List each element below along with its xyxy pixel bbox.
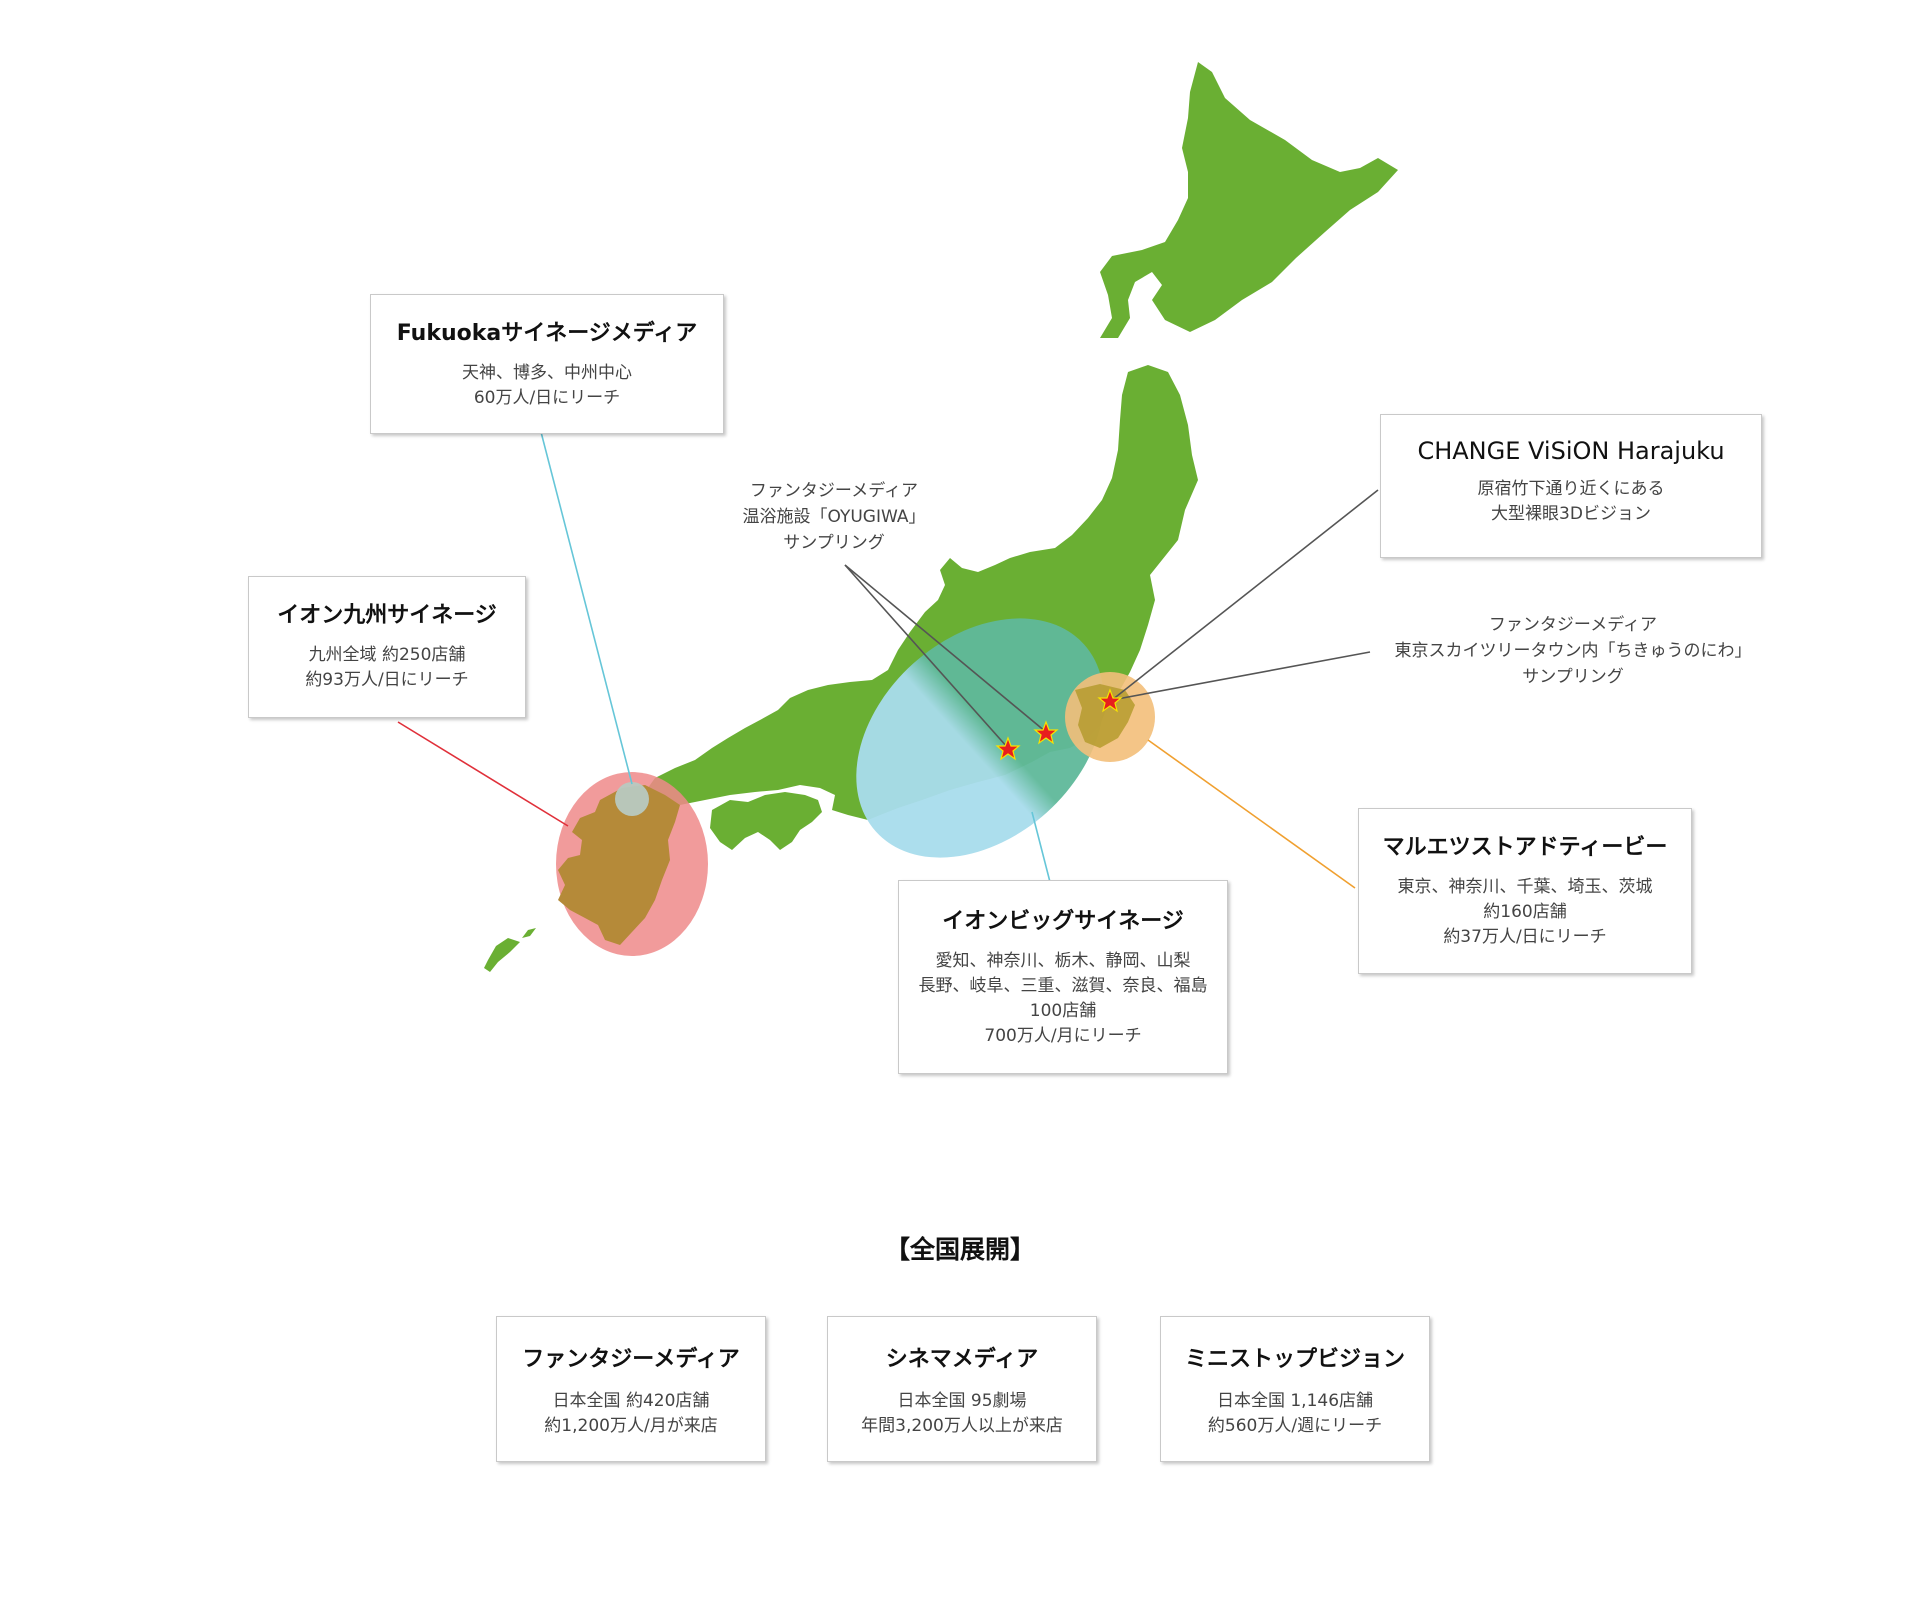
nationwide-card-desc: 日本全国 95劇場 xyxy=(897,1391,1027,1411)
fukuoka-media-title: Fukuokaサイネージメディア xyxy=(396,321,698,346)
marue-desc-1: 東京、神奈川、千葉、埼玉、茨城 xyxy=(1397,877,1653,897)
oyugiwa-leader-line-1 xyxy=(844,564,1009,749)
change-vision-title: CHANGE ViSiON Harajuku xyxy=(1417,437,1725,465)
aeon-big-leader-line xyxy=(1031,811,1051,883)
oyugiwa-line-1: ファンタジーメディア xyxy=(749,481,919,501)
shikoku-land xyxy=(710,792,822,850)
nationwide-section-title: 【全国展開】 xyxy=(884,1235,1035,1264)
nationwide-card-title: シネマメディア xyxy=(885,1347,1039,1372)
nationwide-card-title: ミニストップビジョン xyxy=(1184,1347,1405,1372)
skytree-line-1: ファンタジーメディア xyxy=(1488,615,1658,635)
nationwide-card-desc: 日本全国 約420店舗 xyxy=(552,1391,710,1411)
star-icon xyxy=(1033,720,1059,745)
aeon-kyushu-title: イオン九州サイネージ xyxy=(277,603,497,628)
fukuoka-media-box[interactable]: Fukuokaサイネージメディア 天神、博多、中州中心 60万人/日にリーチ xyxy=(370,294,724,434)
nationwide-card-title: ファンタジーメディア xyxy=(522,1347,740,1372)
kanto-land xyxy=(1075,684,1135,748)
fukuoka-media-desc-2: 60万人/日にリーチ xyxy=(473,388,621,408)
kyushu-land xyxy=(558,785,680,945)
skytree-leader-line xyxy=(1111,651,1371,701)
change-vision-desc-2: 大型裸眼3Dビジョン xyxy=(1491,504,1651,524)
aeon-kyushu-desc-1: 九州全域 約250店舗 xyxy=(308,645,466,665)
skytree-line-3: サンプリング xyxy=(1522,667,1624,687)
change-vision-leader-line xyxy=(1111,489,1379,701)
aeon-big-desc-2: 長野、岐阜、三重、滋賀、奈良、福島 xyxy=(918,976,1208,996)
fukuoka-media-desc-1: 天神、博多、中州中心 xyxy=(462,363,632,383)
nationwide-card-desc: 約1,200万人/月が来店 xyxy=(544,1416,718,1436)
skytree-callout: ファンタジーメディア 東京スカイツリータウン内「ちきゅうのにわ」 サンプリング xyxy=(1372,612,1774,690)
aeon-big-title: イオンビッグサイネージ xyxy=(942,909,1184,934)
fukuoka-leader-line xyxy=(540,431,633,785)
marue-leader-line xyxy=(1147,739,1356,889)
nationwide-card-ministop[interactable]: ミニストップビジョン 日本全国 1,146店舗 約560万人/週にリーチ xyxy=(1160,1316,1430,1462)
marue-desc-3: 約37万人/日にリーチ xyxy=(1443,927,1607,947)
skytree-line-2: 東京スカイツリータウン内「ちきゅうのにわ」 xyxy=(1394,641,1752,661)
oyugiwa-leader-line-2 xyxy=(844,564,1047,733)
hokkaido-land xyxy=(1100,62,1398,338)
oyugiwa-callout: ファンタジーメディア 温浴施設「OYUGIWA」 サンプリング xyxy=(698,478,970,556)
nationwide-card-fantasy[interactable]: ファンタジーメディア 日本全国 約420店舗 約1,200万人/月が来店 xyxy=(496,1316,766,1462)
oyugiwa-line-2: 温浴施設「OYUGIWA」 xyxy=(742,507,926,527)
aeon-kyushu-desc-2: 約93万人/日にリーチ xyxy=(305,670,469,690)
marue-desc-2: 約160店舗 xyxy=(1483,902,1567,922)
nationwide-card-desc: 日本全国 1,146店舗 xyxy=(1216,1391,1374,1411)
aeon-big-box[interactable]: イオンビッグサイネージ 愛知、神奈川、栃木、静岡、山梨 長野、岐阜、三重、滋賀、… xyxy=(898,880,1228,1074)
aeon-big-desc-1: 愛知、神奈川、栃木、静岡、山梨 xyxy=(935,951,1191,971)
change-vision-desc-1: 原宿竹下通り近くにある xyxy=(1477,479,1665,499)
aeon-kyushu-leader-line xyxy=(397,721,569,827)
nationwide-card-cinema[interactable]: シネマメディア 日本全国 95劇場 年間3,200万人以上が来店 xyxy=(827,1316,1097,1462)
aeon-big-desc-4: 700万人/月にリーチ xyxy=(984,1026,1142,1046)
change-vision-box[interactable]: CHANGE ViSiON Harajuku 原宿竹下通り近くにある 大型裸眼3… xyxy=(1380,414,1762,558)
star-icon xyxy=(995,736,1021,761)
aeon-kyushu-box[interactable]: イオン九州サイネージ 九州全域 約250店舗 約93万人/日にリーチ xyxy=(248,576,526,718)
fukuoka-dot xyxy=(615,782,649,816)
chubu-coverage-ellipse xyxy=(856,618,1104,858)
marue-title: マルエツストアドティービー xyxy=(1382,835,1668,860)
aeon-big-desc-3: 100店舗 xyxy=(1029,1001,1097,1021)
small-island-land xyxy=(484,928,536,972)
star-icon xyxy=(1097,688,1123,713)
nationwide-card-desc: 約560万人/週にリーチ xyxy=(1207,1416,1383,1436)
marue-box[interactable]: マルエツストアドティービー 東京、神奈川、千葉、埼玉、茨城 約160店舗 約37… xyxy=(1358,808,1692,974)
nationwide-card-desc: 年間3,200万人以上が来店 xyxy=(861,1416,1063,1436)
oyugiwa-line-3: サンプリング xyxy=(783,533,885,553)
